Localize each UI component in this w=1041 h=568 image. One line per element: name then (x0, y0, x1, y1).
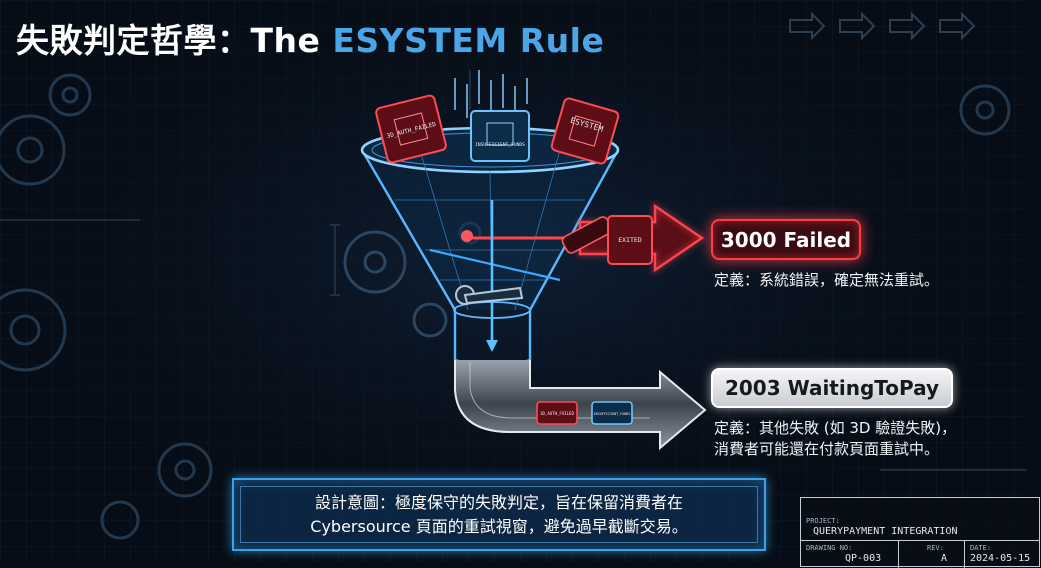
title-block-date-cell: DATE: 2024-05-15 (965, 541, 1041, 568)
failed-definition: 定義：系統錯誤，確定無法重試。 (714, 271, 940, 289)
drawing-title-block: PROJECT: QUERYPAYMENT INTEGRATION DRAWIN… (800, 497, 1041, 568)
title-block-drawing-cell: DRAWING NO: QP-003 (801, 541, 899, 568)
chip-label: 3D_AUTH_FAILED (540, 411, 574, 416)
project-label: PROJECT: (806, 517, 840, 525)
gear-icon (959, 84, 1011, 136)
rev-label: REV: (927, 544, 944, 552)
design-intent-line1: 設計意圖：極度保守的失敗判定，旨在保留消費者在 (314, 492, 683, 512)
date-value: 2024-05-15 (970, 553, 1031, 564)
status-waiting-badge: 2003 WaitingToPay (711, 368, 953, 408)
waiting-definition-line1: 定義：其他失敗 (如 3D 驗證失敗)， (714, 419, 957, 437)
blueprint-diagram: 3D_AUTH_FAILED INSUFFICIENT_FUNDS ESYSTE… (0, 0, 1027, 562)
microchip-icon: 3D_AUTH_FAILED INSUFFICIENT_FUNDS ESYSTE… (375, 94, 653, 425)
arrow-icon (789, 11, 976, 41)
drawing-label: DRAWING NO: (806, 544, 853, 552)
title-block-project-row: PROJECT: QUERYPAYMENT INTEGRATION (801, 498, 1039, 541)
chip-label: INSUFFICIENT_FUNDS (594, 412, 631, 416)
date-label: DATE: (970, 544, 992, 552)
waiting-definition: 定義：其他失敗 (如 3D 驗證失敗)， 消費者可能還在付款頁面重試中。 (714, 418, 956, 460)
page-title: 失敗判定哲學：The ESYSTEM Rule (16, 14, 604, 62)
title-accent: ESYSTEM Rule (332, 21, 605, 60)
title-block-rev-cell: REV: A (899, 541, 965, 568)
project-value: QUERYPAYMENT INTEGRATION (813, 526, 958, 537)
rev-value: A (941, 553, 948, 564)
chip-label: INSUFFICIENT_FUNDS (475, 142, 525, 148)
design-intent-line2: Cybersource 頁面的重試視窗，避免過早截斷交易。 (310, 516, 688, 536)
title-main: 失敗判定哲學：The (16, 21, 333, 60)
drawing-value: QP-003 (845, 553, 882, 564)
gear-icon (0, 73, 213, 540)
design-intent-panel: 設計意圖：極度保守的失敗判定，旨在保留消費者在 Cybersource 頁面的重… (232, 478, 766, 551)
chip-label: EXITED (618, 236, 642, 244)
status-failed-badge: 3000 Failed (711, 219, 861, 260)
waiting-definition-line2: 消費者可能還在付款頁面重試中。 (714, 440, 940, 458)
